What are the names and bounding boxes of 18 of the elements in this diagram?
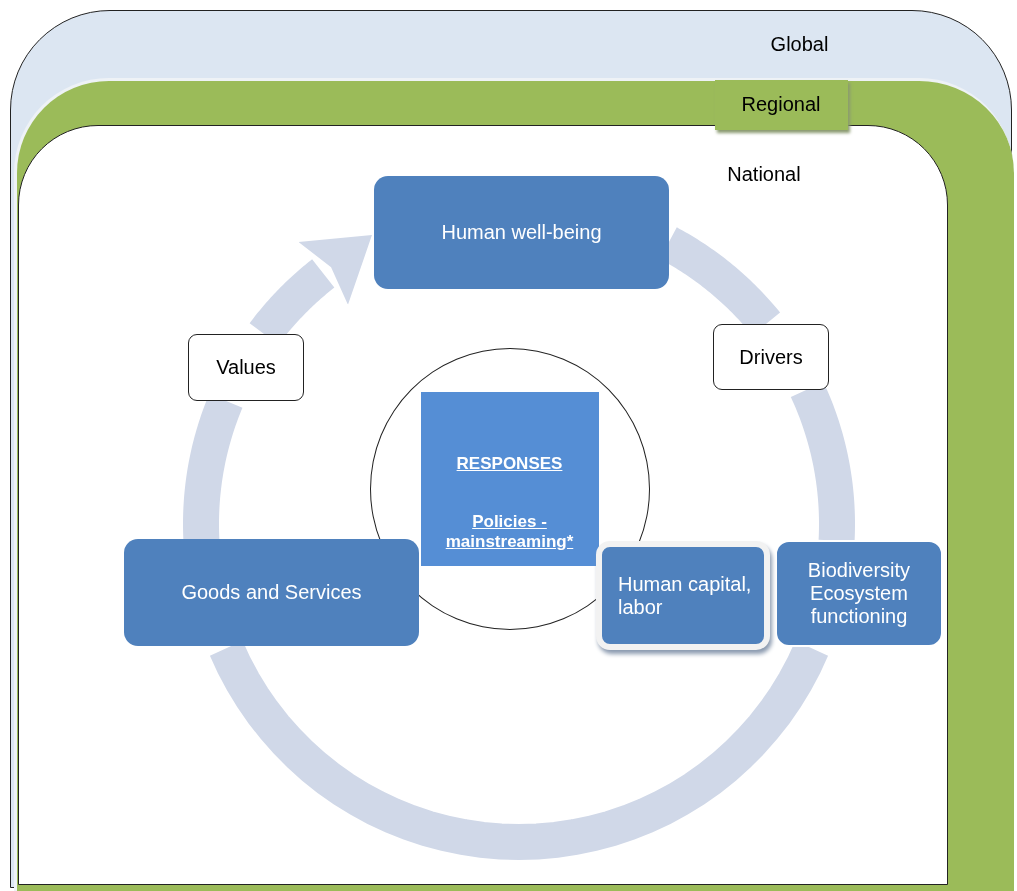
label-text: Global — [769, 32, 830, 57]
heading-text: RESPONSES — [455, 452, 564, 475]
label-box — [713, 324, 829, 390]
label-text: National — [726, 161, 802, 187]
label-text: Values — [215, 355, 277, 380]
label-text: Biodiversity Ecosystem functioning — [806, 558, 912, 629]
label-text: Human well-being — [440, 220, 603, 245]
label-box — [188, 334, 304, 401]
process-box — [124, 539, 419, 646]
label-text: Goods and Services — [180, 580, 363, 605]
process-box — [596, 541, 770, 650]
label-text: Regional — [714, 79, 848, 130]
process-box — [775, 540, 943, 647]
process-box — [374, 176, 669, 289]
label-text: Policies - mainstreaming* — [444, 510, 575, 553]
responses-box — [420, 391, 599, 566]
label-text: Drivers — [738, 344, 804, 370]
label-text: Human capital, labor — [617, 571, 753, 620]
